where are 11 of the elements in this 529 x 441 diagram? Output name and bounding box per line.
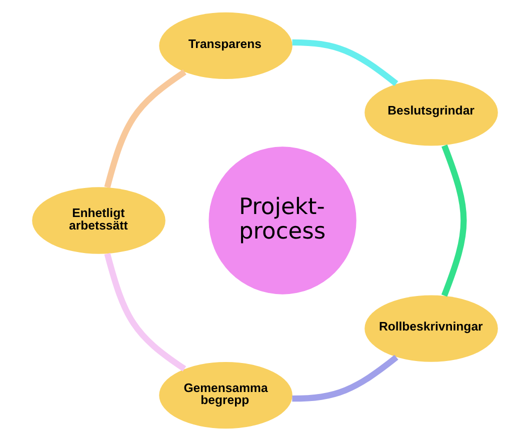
- connector: [292, 354, 398, 402]
- connector: [440, 144, 466, 297]
- node-ellipse: Rollbeskrivningar: [364, 295, 498, 362]
- node-ellipse: Transparens: [158, 12, 292, 80]
- connector: [104, 252, 186, 372]
- node-circle: Projekt- process: [208, 146, 356, 294]
- connector: [104, 69, 186, 188]
- node-ellipse: Beslutsgrindar: [364, 79, 498, 146]
- node-ellipse: Enhetligt arbetssätt: [32, 187, 165, 254]
- node-ellipse: Gemensamma begrepp: [158, 362, 292, 429]
- connector: [292, 39, 398, 86]
